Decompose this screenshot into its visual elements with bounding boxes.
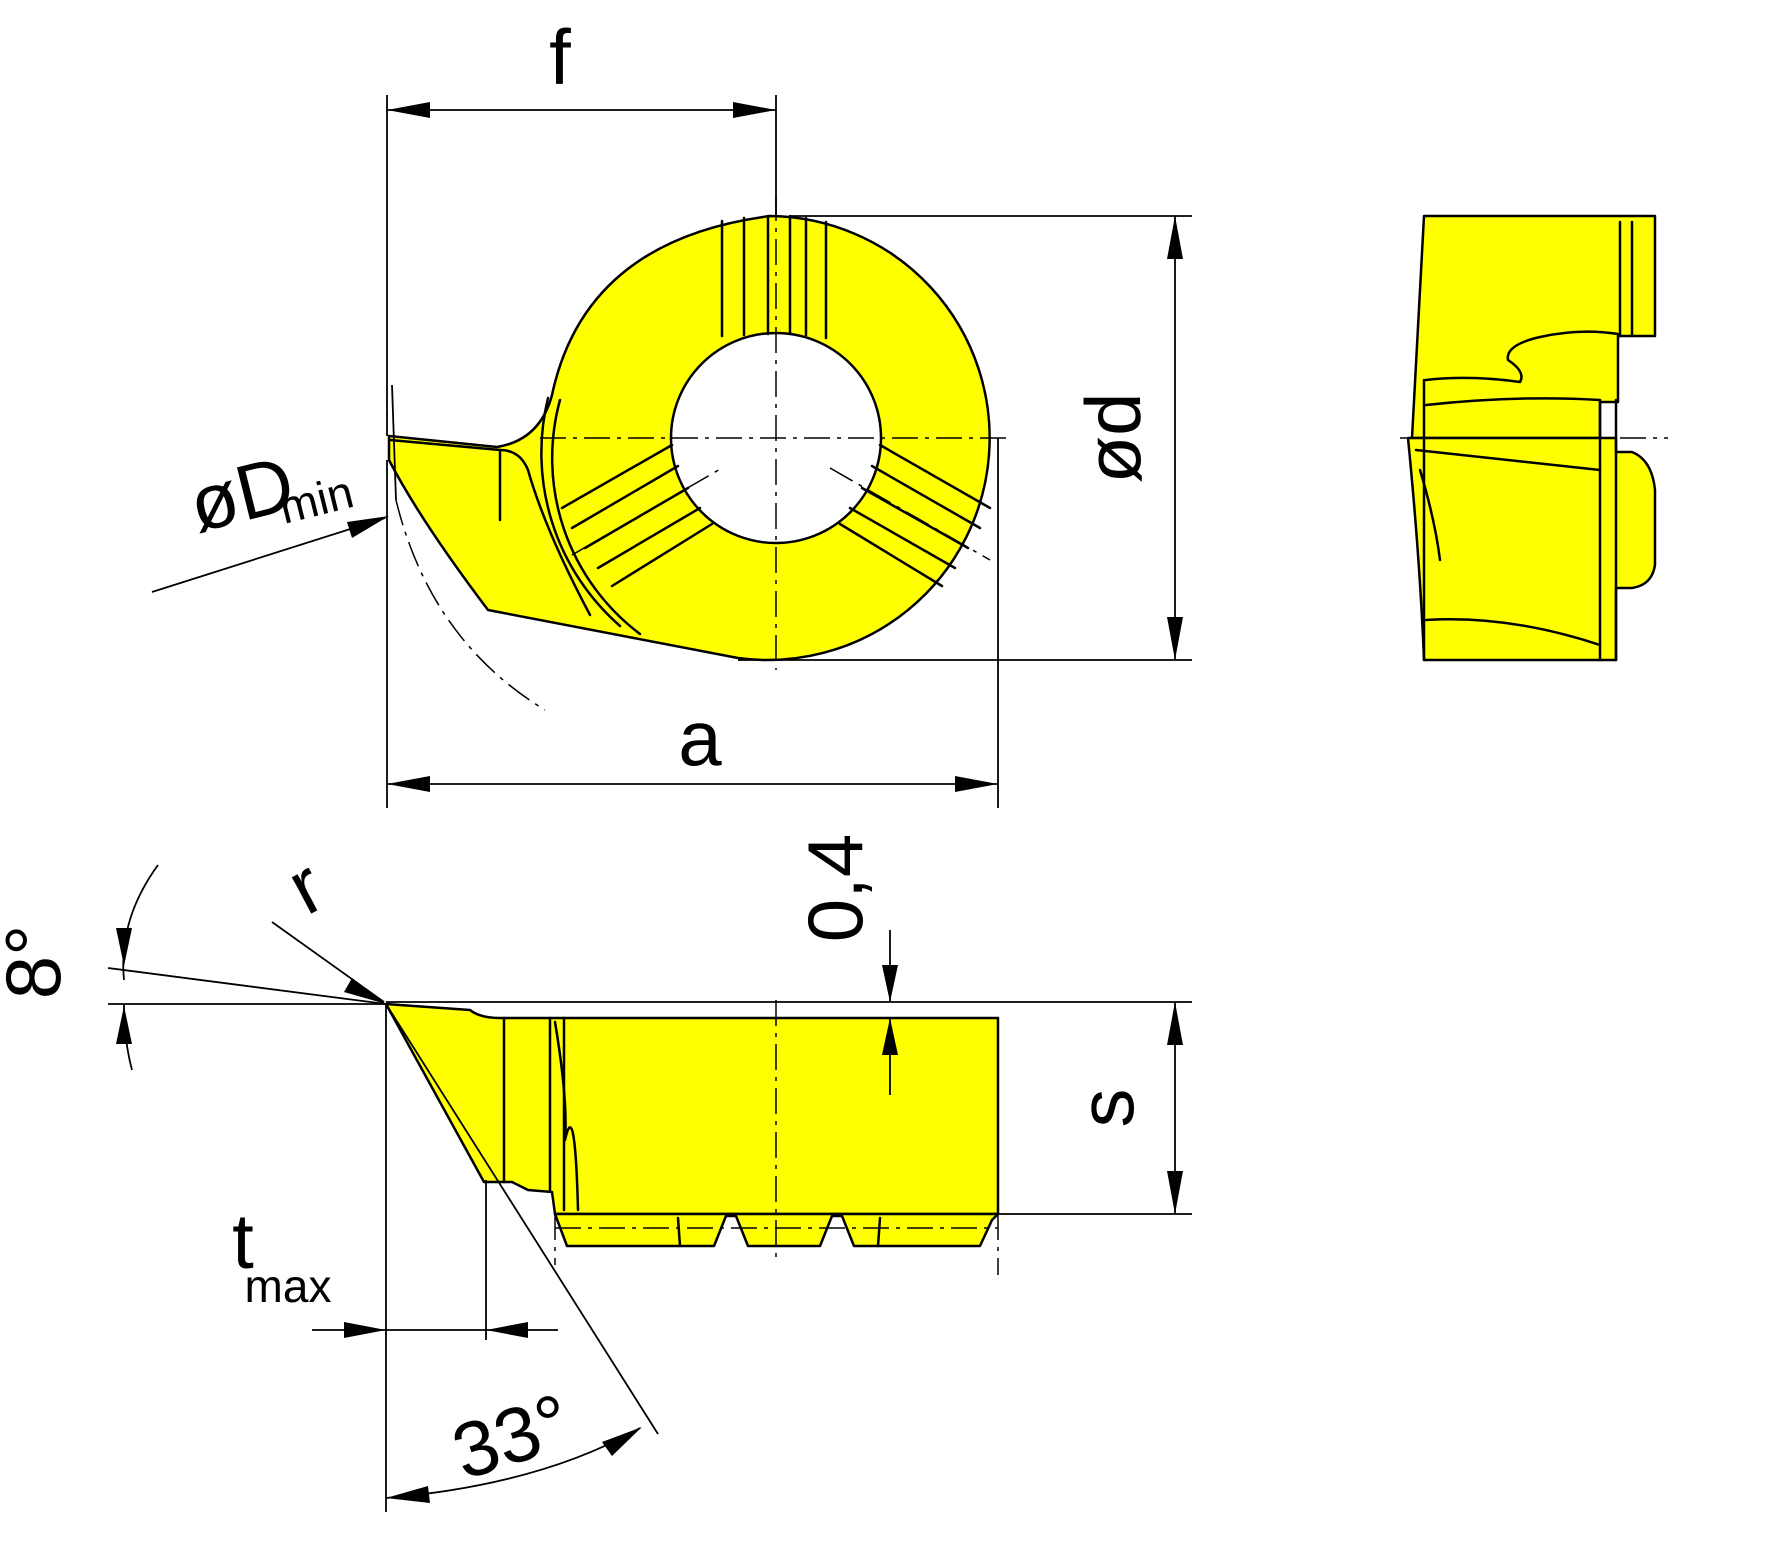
label-33deg: 33°	[442, 1376, 581, 1496]
angle-33-arrow-right	[602, 1427, 642, 1456]
front-view-body	[384, 1002, 1000, 1216]
dim-r	[271, 921, 386, 1004]
label-r: r	[273, 841, 337, 931]
side-view-curve-5	[1424, 618, 1602, 647]
label-f: f	[549, 13, 571, 101]
dim-od	[738, 215, 1192, 661]
dim-tmax	[312, 1180, 558, 1340]
label-0-4: 0,4	[791, 834, 879, 942]
label-tmax-sub: max	[245, 1260, 332, 1312]
dim-0-4	[882, 930, 898, 1095]
front-view-tooth-line-1	[676, 1216, 682, 1248]
dim-8deg	[107, 864, 387, 1071]
side-view-body	[1410, 214, 1657, 440]
dim-a	[386, 438, 999, 808]
side-view	[1400, 214, 1668, 662]
dmin-arc	[395, 499, 546, 711]
label-8deg: 8°	[0, 925, 77, 1000]
angle-33-line	[385, 1003, 659, 1435]
top-view-ring-inner-arc	[540, 396, 622, 628]
front-view-tooth-line-2	[876, 1216, 882, 1248]
angle-33-arrow-left	[386, 1486, 430, 1503]
top-view: f a ød øD min	[151, 13, 1192, 808]
side-view-curve-3	[1414, 448, 1602, 472]
label-od: ød	[1069, 392, 1157, 483]
side-view-curve-2	[1424, 397, 1602, 407]
top-view-ring-inner-arc-2	[550, 398, 642, 636]
dim-s	[386, 1001, 1192, 1215]
front-view-edge-4	[553, 1020, 580, 1212]
label-a: a	[678, 694, 722, 782]
top-view-centerline-d1	[571, 467, 723, 556]
front-view: 33° t max s 0,4	[0, 834, 1192, 1512]
label-s: s	[1062, 1089, 1150, 1128]
dim-dmin	[151, 384, 397, 593]
top-view-top-groove	[720, 214, 828, 340]
side-view-curve	[1424, 330, 1620, 384]
dim-f	[386, 95, 777, 436]
top-view-blade-edge-2	[498, 448, 592, 617]
label-tmax: t	[232, 1197, 254, 1285]
side-view-body-lower	[1406, 436, 1657, 662]
top-view-centerline-d2	[829, 467, 991, 561]
side-view-curve-4	[1418, 468, 1442, 562]
